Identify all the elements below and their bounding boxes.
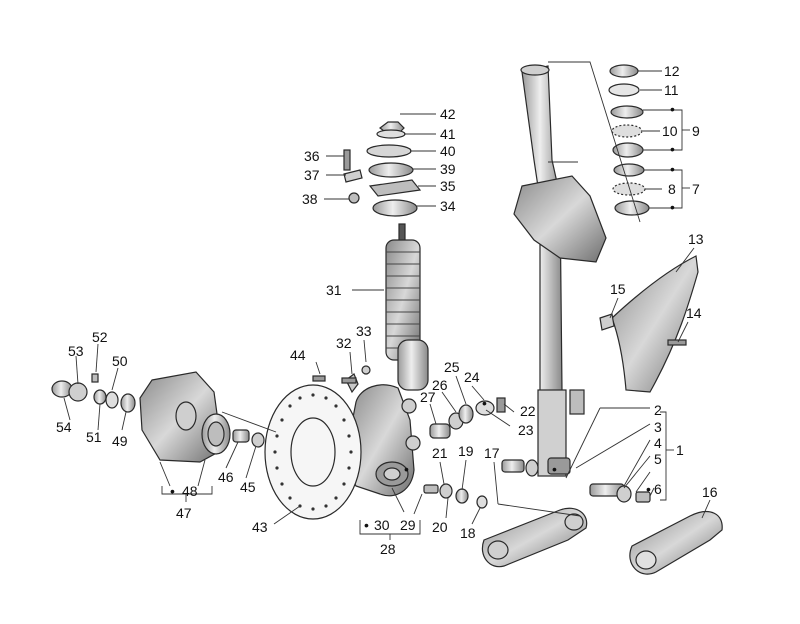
callout-54: 54 xyxy=(56,419,72,435)
callout-45: 45 xyxy=(240,479,256,495)
callout-26: 26 xyxy=(432,377,448,393)
callout-49: 49 xyxy=(112,433,128,449)
assembly-dot: • xyxy=(552,461,557,477)
wheel-carrier xyxy=(345,373,421,497)
callout-32: 32 xyxy=(336,335,352,351)
callout-33: 33 xyxy=(356,323,372,339)
callout-48: 48 xyxy=(182,483,198,499)
callout-21: 21 xyxy=(432,445,448,461)
callout-10: 10 xyxy=(662,123,678,139)
suspension-links xyxy=(481,457,723,575)
callout-1: 1 xyxy=(676,442,684,458)
callout-40: 40 xyxy=(440,143,456,159)
callout-17: 17 xyxy=(484,445,500,461)
callout-42: 42 xyxy=(440,106,456,122)
wheel-hub xyxy=(139,371,231,463)
mudguard-panel xyxy=(611,255,699,393)
callout-51: 51 xyxy=(86,429,102,445)
callout-47: 47 xyxy=(176,505,192,521)
callout-41: 41 xyxy=(440,126,456,142)
callout-25: 25 xyxy=(444,359,460,375)
mudguard-brackets xyxy=(599,313,687,346)
hub-spacers xyxy=(232,365,371,448)
callout-34: 34 xyxy=(440,198,456,214)
callout-35: 35 xyxy=(440,178,456,194)
assembly-dot: • xyxy=(670,141,675,157)
assembly-dot: • xyxy=(646,481,651,497)
callout-15: 15 xyxy=(610,281,626,297)
assembly-dot: • xyxy=(670,161,675,177)
callout-23: 23 xyxy=(518,422,534,438)
callout-46: 46 xyxy=(218,469,234,485)
callout-22: 22 xyxy=(520,403,536,419)
callout-52: 52 xyxy=(92,329,108,345)
assembly-dot: • xyxy=(404,461,409,477)
callout-19: 19 xyxy=(458,443,474,459)
callout-20: 20 xyxy=(432,519,448,535)
assembly-marks: • • • • • • • • • • xyxy=(170,101,675,533)
brake-disc xyxy=(264,384,362,520)
assembly-dot: • xyxy=(482,395,487,411)
assembly-dot: • xyxy=(670,101,675,117)
callout-37: 37 xyxy=(304,167,320,183)
callout-31: 31 xyxy=(326,282,342,298)
callout-6: 6 xyxy=(654,481,662,497)
callout-39: 39 xyxy=(440,161,456,177)
callout-9: 9 xyxy=(692,123,700,139)
leader-lines xyxy=(63,61,711,540)
assembly-dot: • xyxy=(364,517,369,533)
callout-24: 24 xyxy=(464,369,480,385)
callout-3: 3 xyxy=(654,419,662,435)
callout-44: 44 xyxy=(290,347,306,363)
shock-absorber xyxy=(385,223,429,391)
callout-11: 11 xyxy=(664,82,679,98)
assembly-dot: • xyxy=(170,483,175,499)
callout-4: 4 xyxy=(654,435,662,451)
callout-27: 27 xyxy=(420,389,436,405)
callout-43: 43 xyxy=(252,519,268,535)
headset-bearing-stack xyxy=(608,64,650,216)
callout-7: 7 xyxy=(692,181,700,197)
callout-28: 28 xyxy=(380,541,396,557)
callout-50: 50 xyxy=(112,353,128,369)
callout-53: 53 xyxy=(68,343,84,359)
callout-labels: 1 2 3 4 5 6 7 8 9 10 11 12 13 14 15 16 1… xyxy=(56,63,718,557)
callout-38: 38 xyxy=(302,191,318,207)
callout-36: 36 xyxy=(304,148,320,164)
callout-8: 8 xyxy=(668,181,676,197)
callout-30: 30 xyxy=(374,517,390,533)
hub-bearings xyxy=(51,373,136,413)
steering-tube xyxy=(513,64,607,477)
callout-14: 14 xyxy=(686,305,702,321)
callout-5: 5 xyxy=(654,451,662,467)
callout-2: 2 xyxy=(654,402,662,418)
callout-29: 29 xyxy=(400,517,416,533)
callout-16: 16 xyxy=(702,484,718,500)
assembly-dot: • xyxy=(670,199,675,215)
shock-top-mount xyxy=(343,121,422,217)
callout-13: 13 xyxy=(688,231,704,247)
callout-18: 18 xyxy=(460,525,476,541)
callout-12: 12 xyxy=(664,63,680,79)
